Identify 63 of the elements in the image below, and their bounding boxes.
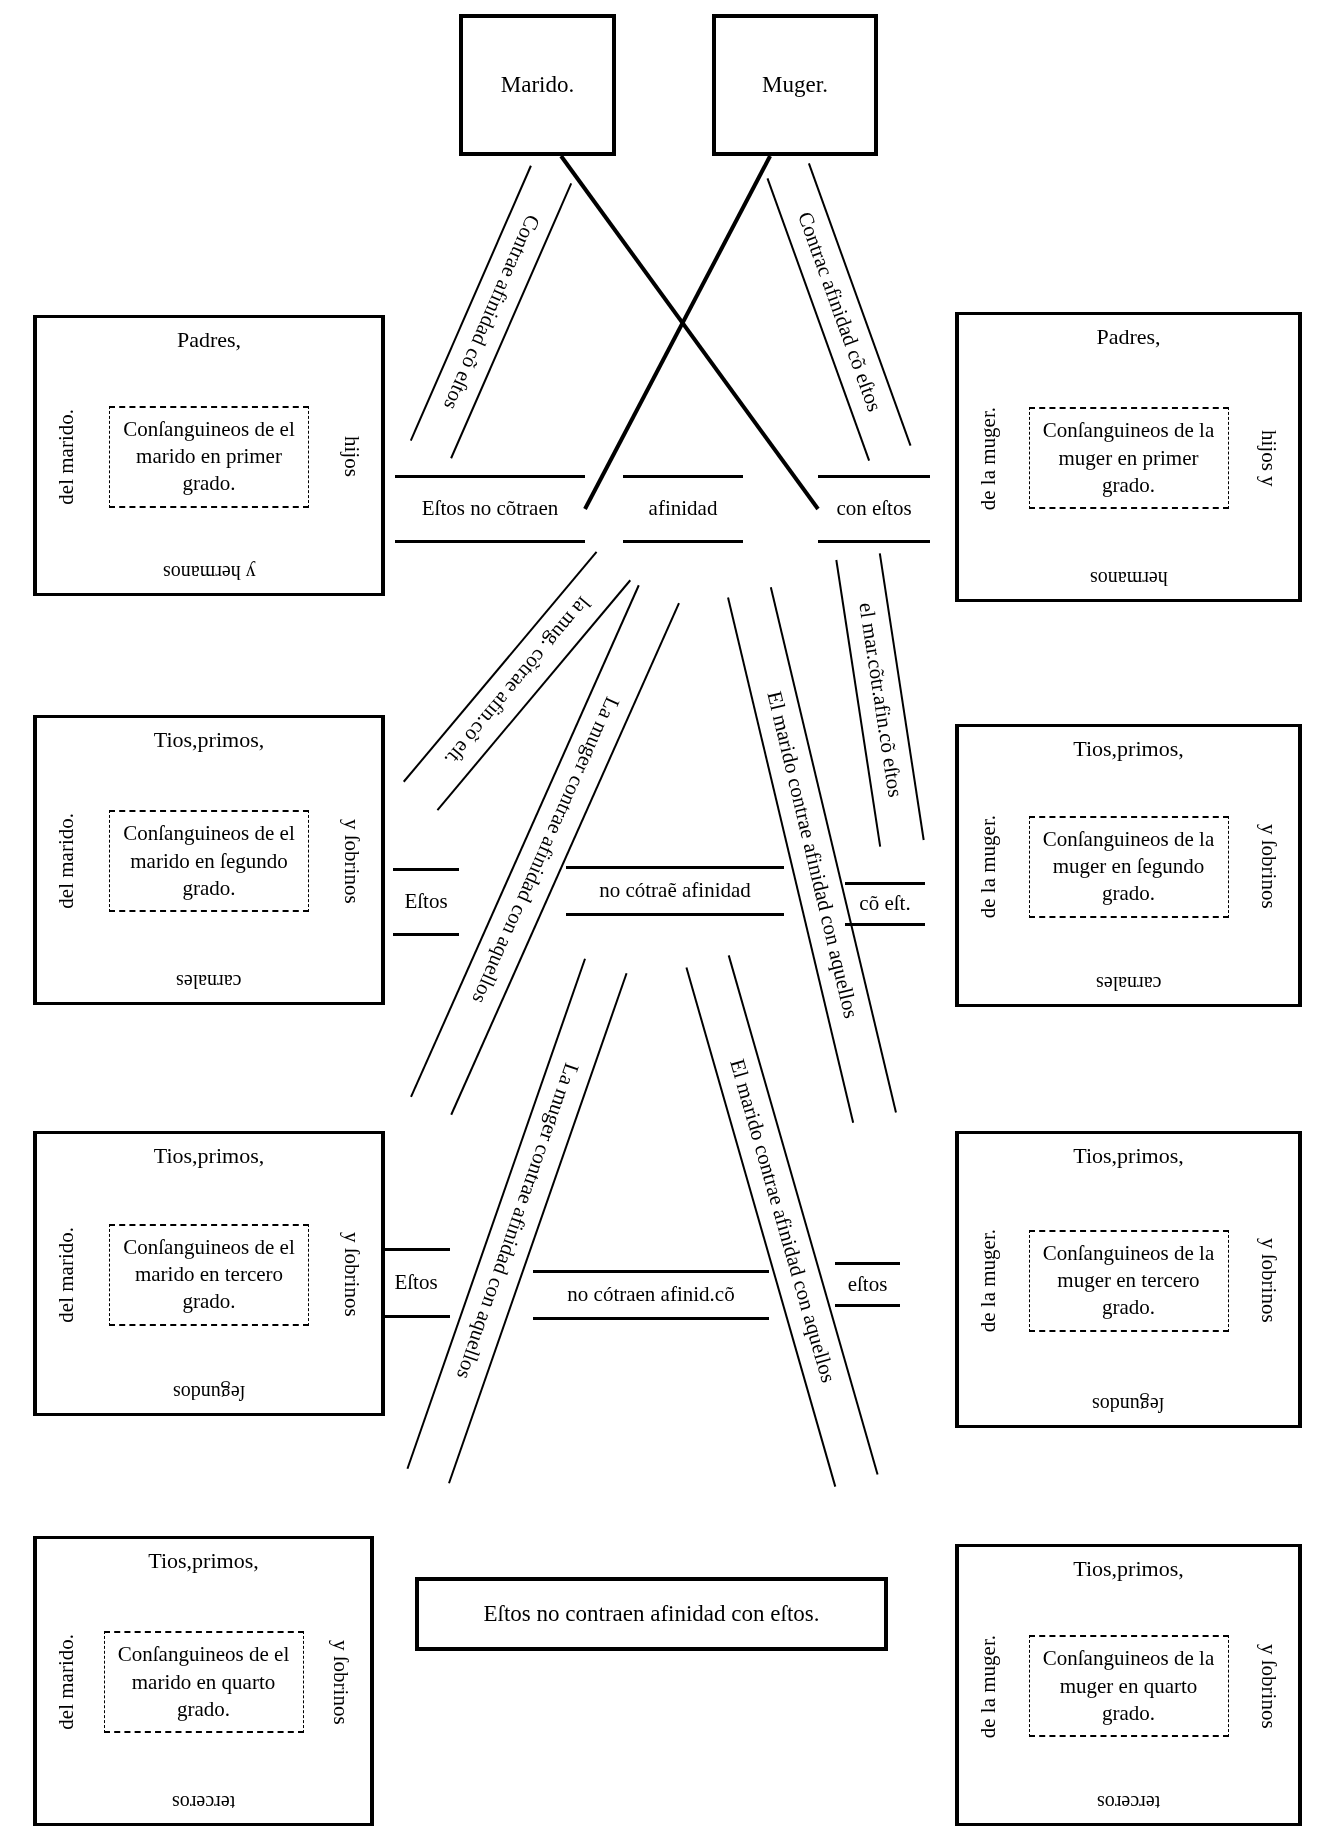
side-text: y ſobrinos — [338, 818, 365, 904]
heading-text: Padres, — [1096, 323, 1161, 351]
side-text: hijos y — [1255, 429, 1282, 487]
inner-frame: Conſanguineos de la muger en primer grado. — [1028, 407, 1229, 510]
side-text: de la muger. — [975, 815, 1002, 919]
side-text: de la muger. — [975, 1229, 1002, 1333]
label-box: Marido. — [459, 14, 616, 156]
side-text: de la muger. — [975, 1634, 1002, 1738]
ruled-band: Eſtos no cõtraen — [395, 475, 585, 543]
side-text: de la muger. — [975, 406, 1002, 510]
inner-frame: Conſanguineos de el marido en tercero grado. — [109, 1223, 309, 1326]
table-frame — [33, 1131, 385, 1416]
heading-text: Tios,primos, — [148, 1547, 259, 1575]
side-text: del marido. — [53, 1634, 80, 1731]
side-text: y ſobrinos — [327, 1639, 354, 1725]
side-text: del marido. — [53, 813, 80, 910]
inverted-text: carnales — [1095, 972, 1162, 996]
side-text: hijos — [338, 436, 365, 478]
ruled-band: Eſtos — [382, 1248, 450, 1318]
side-text: del marido. — [53, 408, 80, 505]
table-frame — [33, 1536, 374, 1826]
inverted-text: ſegundos — [172, 1380, 246, 1405]
inverted-text: terceros — [1096, 1791, 1161, 1815]
side-text: y ſobrinos — [1255, 824, 1282, 910]
inverted-text: hermanos — [1089, 567, 1168, 591]
side-text: y ſobrinos — [338, 1232, 365, 1318]
heading-text: Tios,primos, — [1073, 1555, 1184, 1583]
ruled-band: eſtos — [835, 1262, 900, 1307]
heading-text: Tios,primos, — [153, 1142, 265, 1170]
ruled-band: no cótraẽ afinidad — [566, 866, 784, 916]
table-frame — [955, 312, 1302, 602]
ruled-band: con eſtos — [818, 475, 930, 543]
heading-text: Tios,primos, — [1073, 735, 1184, 763]
inverted-text: y hermanos — [162, 560, 256, 585]
diagonal-band: el mar.cõtr.afin.cõ eſtos — [835, 553, 925, 847]
heading-text: Padres, — [176, 326, 242, 354]
heading-text: Tios,primos, — [1073, 1142, 1184, 1170]
inverted-text: carnales — [176, 970, 242, 994]
ruled-band: no cótraen afinid.cõ — [533, 1270, 769, 1320]
ruled-band: afinidad — [623, 475, 743, 543]
side-text: y ſobrinos — [1255, 1643, 1282, 1729]
side-text: del marido. — [53, 1226, 80, 1323]
inner-frame: Conſanguineos de el marido en quarto grado. — [103, 1631, 304, 1734]
inner-frame: Conſanguineos de la muger en quarto grado. — [1028, 1635, 1229, 1738]
ruled-band: cõ eſt. — [845, 882, 925, 926]
inner-frame: Conſanguineos de el marido en ſegundo grado. — [109, 810, 309, 913]
inner-frame: Conſanguineos de el marido en primer grado. — [109, 405, 309, 508]
table-frame — [33, 715, 385, 1005]
inner-frame: Conſanguineos de la muger en tercero grado. — [1028, 1229, 1229, 1332]
crossing-line — [559, 154, 820, 511]
label-box: Eſtos no contraen afinidad con eſtos. — [415, 1577, 888, 1651]
ruled-band: Eſtos — [393, 868, 459, 936]
table-frame — [33, 315, 385, 596]
table-frame — [955, 724, 1302, 1007]
inverted-text: ſegundos — [1092, 1392, 1165, 1417]
inverted-text: terceros — [171, 1791, 236, 1815]
side-text: y ſobrinos — [1255, 1238, 1282, 1324]
crossing-line — [583, 155, 772, 510]
table-frame — [955, 1544, 1302, 1826]
table-frame — [955, 1131, 1302, 1428]
inner-frame: Conſanguineos de la muger en ſegundo grado. — [1028, 815, 1229, 918]
label-box: Muger. — [712, 14, 878, 156]
heading-text: Tios,primos, — [153, 726, 265, 754]
